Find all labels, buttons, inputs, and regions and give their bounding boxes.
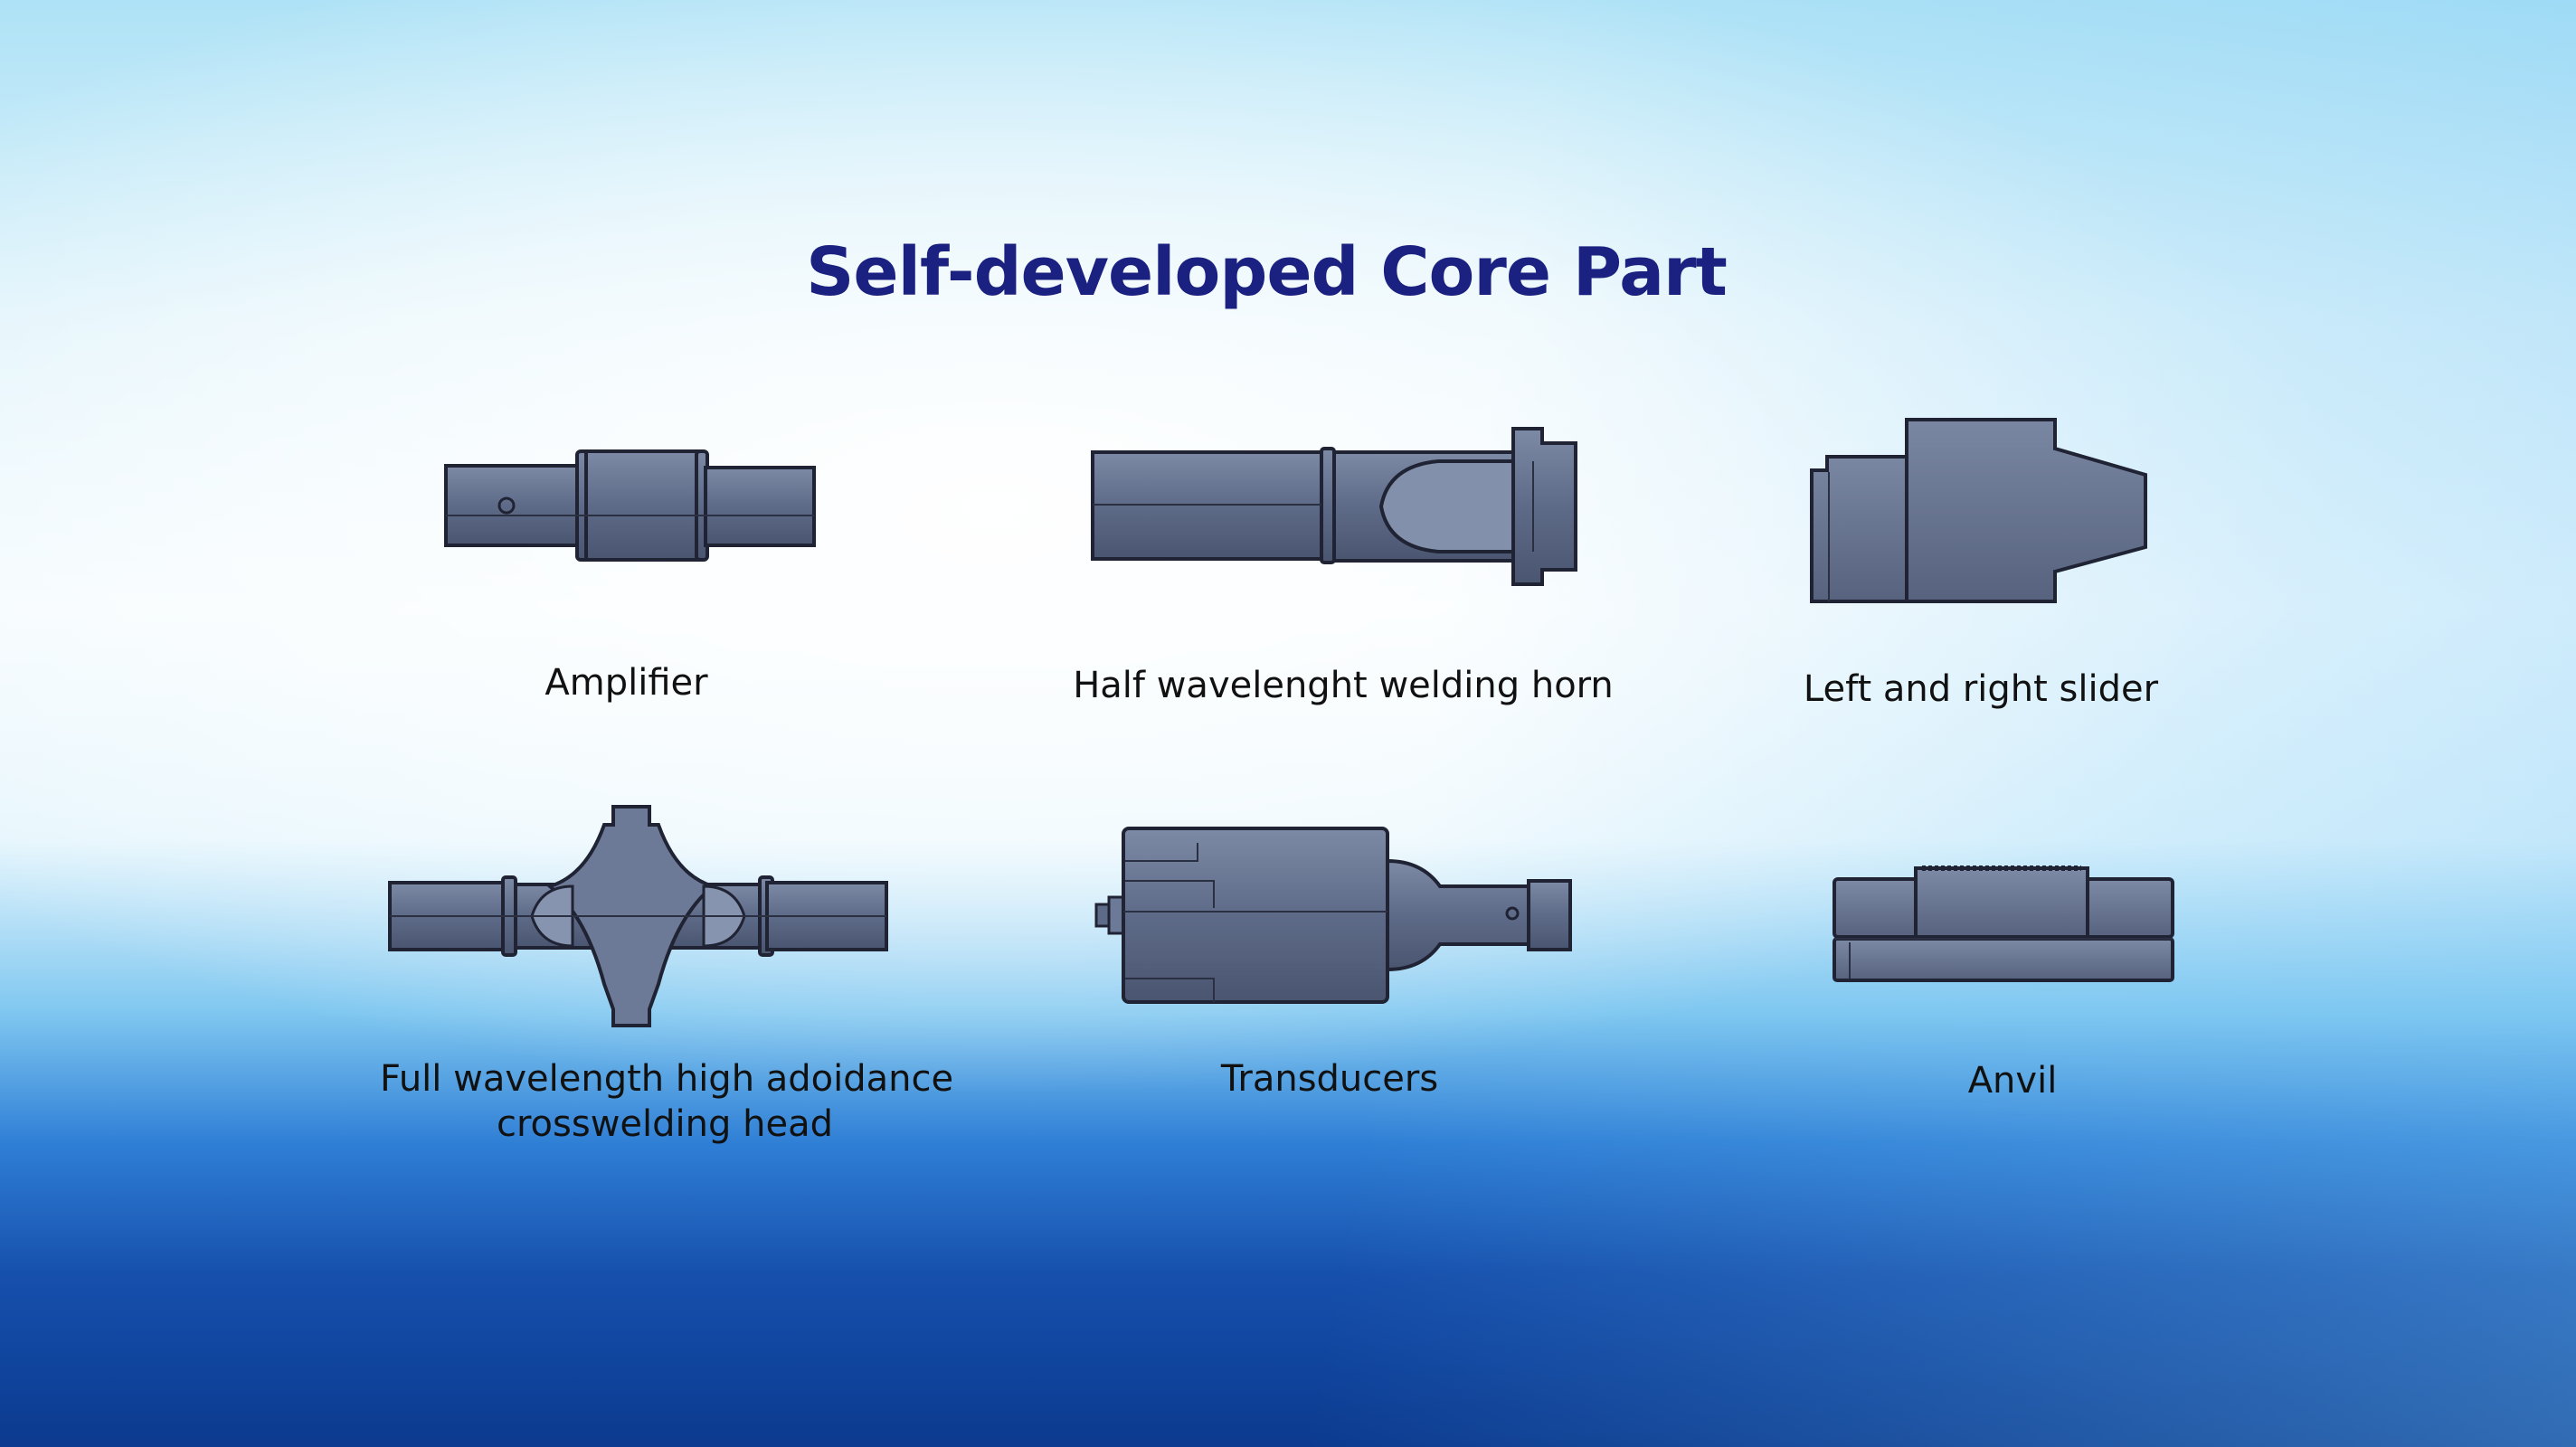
part-transducer bbox=[1094, 825, 1594, 1006]
part-label: Left and right slider bbox=[1803, 668, 2159, 710]
part-label: Anvil bbox=[1967, 1060, 2058, 1102]
part-label-multiline: Full wavelength high adoidance crossweld… bbox=[380, 1056, 954, 1147]
anvil-icon bbox=[1833, 865, 2174, 982]
part-label: Half wavelenght welding horn bbox=[1073, 665, 1614, 706]
part-label-line: Full wavelength high adoidance bbox=[380, 1058, 954, 1100]
part-anvil bbox=[1832, 859, 2177, 986]
part-label-line: crosswelding head bbox=[497, 1103, 833, 1145]
part-welding-horn bbox=[1090, 425, 1587, 588]
part-crosswelding-head bbox=[387, 803, 894, 1029]
part-label: Amplifier bbox=[545, 662, 708, 704]
slider-icon bbox=[1810, 418, 2147, 603]
welding-horn-icon bbox=[1091, 427, 1577, 586]
part-slider bbox=[1809, 416, 2153, 606]
crosswelding-head-icon bbox=[388, 805, 888, 1027]
part-label: Transducers bbox=[1220, 1058, 1439, 1100]
transducer-icon bbox=[1094, 827, 1572, 1004]
part-amplifier bbox=[443, 448, 823, 565]
page-title: Self-developed Core Part bbox=[806, 233, 1728, 311]
amplifier-icon bbox=[444, 449, 816, 562]
